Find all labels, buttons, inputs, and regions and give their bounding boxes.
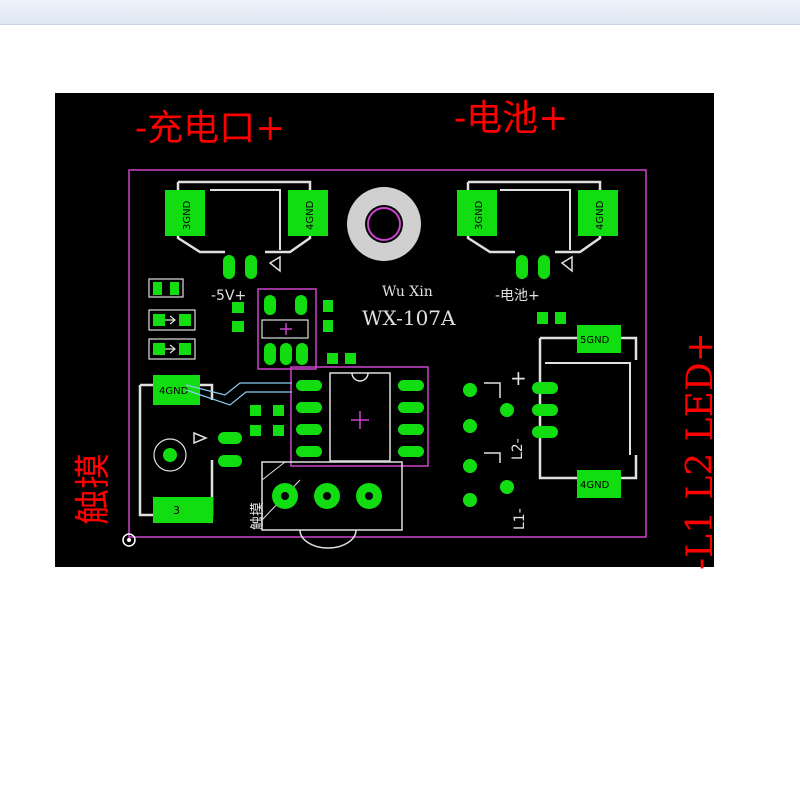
touch-silk-label: 触摸 (250, 502, 266, 530)
diode-outlines (148, 278, 196, 360)
smd-pads-upper-left (153, 282, 244, 355)
main-ic (290, 366, 429, 467)
pad-3-label: 3 (173, 504, 180, 517)
touch-pad-area: 4GND 3 (138, 375, 292, 523)
led-pads: L2- L1- + (463, 366, 528, 530)
battery-connector: 3GND 4GND (457, 180, 618, 279)
pad-4gnd-label: 4GND (305, 200, 316, 230)
pad-4gnd-label-2: 4GND (595, 200, 606, 230)
window-strip (0, 0, 800, 25)
battery-label: -电池+ (454, 98, 568, 139)
plus-silk: + (510, 366, 527, 390)
pad-3gnd-label: 3GND (182, 200, 193, 230)
l2-silk: L2- (510, 438, 526, 460)
pad-5gnd-label: 5GND (580, 335, 610, 346)
touch-connector: 触摸 (250, 461, 403, 549)
charge-port-connector: 3GND 4GND (165, 180, 328, 279)
sot-chip (257, 288, 317, 370)
v5-silk-label: -5V+ (211, 288, 246, 304)
led-connector: 5GND 4GND (532, 312, 638, 498)
mounting-hole (347, 187, 421, 261)
led-label: -L1 L2 LED+ (680, 332, 721, 570)
pad-3gnd-label-2: 3GND (474, 200, 485, 230)
smd-pads-mid (323, 300, 356, 364)
touch-label: 触摸 (73, 453, 114, 525)
pad-4gnd-label-3: 4GND (159, 386, 189, 397)
brand-silk: Wu Xin (382, 284, 433, 300)
origin-marker (122, 533, 136, 547)
board-outline (128, 169, 647, 538)
battery-silk-label: -电池+ (495, 288, 540, 304)
smd-pads-left-of-ic (250, 405, 284, 436)
pad-4gnd-label-4: 4GND (580, 480, 610, 491)
charge-port-label: -充电口+ (135, 108, 285, 149)
model-silk: WX-107A (362, 306, 456, 330)
l1-silk: L1- (512, 508, 528, 530)
